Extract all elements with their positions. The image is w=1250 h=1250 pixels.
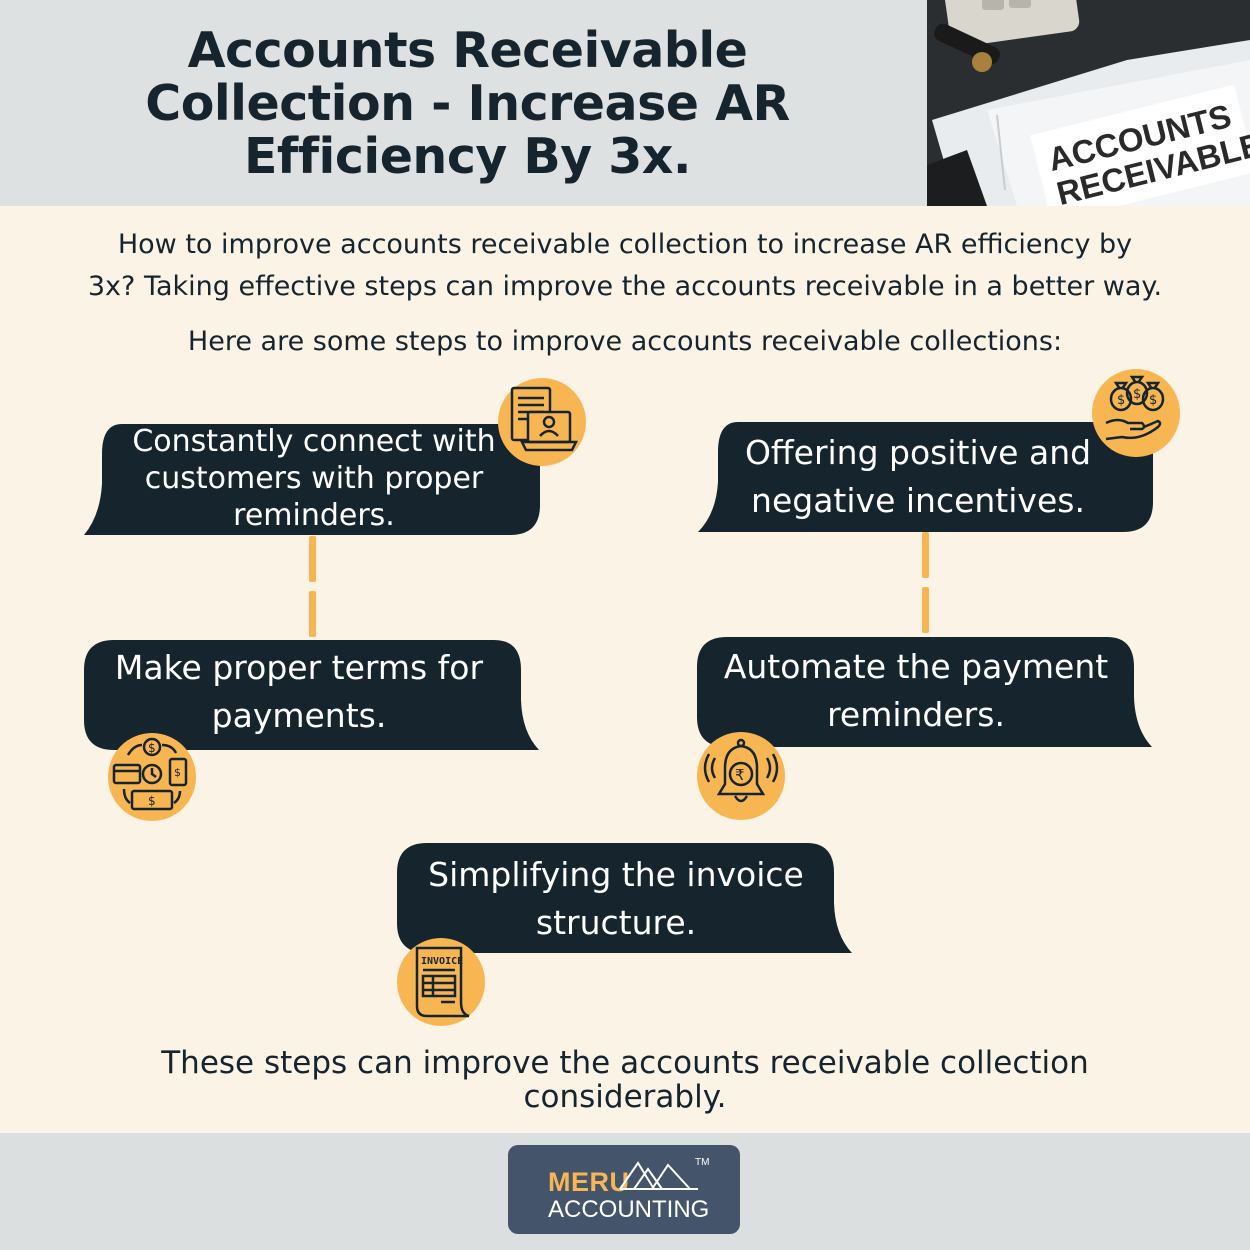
step-4-text: Automate the payment reminders. [711,643,1121,739]
step-2-line-2: negative incentives. [751,481,1085,520]
connector-dash [922,587,929,633]
connector-dash [309,536,316,582]
connector-dash [309,591,316,637]
step-1-bubble: Constantly connect with customers with p… [84,424,540,535]
title-line-1: Accounts Receivable [187,22,748,79]
closing-line-2: considerably. [523,1079,727,1115]
step-5-text: Simplifying the invoice structure. [411,851,821,947]
svg-text:$: $ [148,741,156,755]
closing-text: These steps can improve the accounts rec… [40,1046,1210,1114]
invoice-icon: INVOICE [397,938,485,1026]
step-5-line-1: Simplifying the invoice [428,855,804,894]
step-1-text: Constantly connect with customers with p… [104,423,524,534]
step-2-bubble: Offering positive and negative incentive… [698,422,1153,532]
step-4-bubble: Automate the payment reminders. [697,637,1152,747]
step-4-line-2: reminders. [827,695,1005,734]
logo-trademark: TM [695,1157,710,1168]
accounts-receivable-photo: ACCOUNTS RECEIVABLE [927,0,1250,206]
step-2-line-1: Offering positive and [744,433,1092,472]
svg-text:$: $ [174,766,181,779]
logo-subtitle: ACCOUNTING [548,1196,710,1223]
invoice-icon-label: INVOICE [421,956,463,967]
svg-text:$: $ [1149,393,1157,408]
steps-lead-text: Here are some steps to improve accounts … [187,326,1063,357]
step-4-line-1: Automate the payment [723,647,1109,686]
step-3-line-2: payments. [211,696,387,735]
rupee-bell-icon: ₹ [697,732,785,820]
step-3-bubble: Make proper terms for payments. [84,640,539,750]
step-3-line-1: Make proper terms for [114,648,484,687]
document-user-icon [498,378,586,466]
title-line-3: Efficiency By 3x. [243,128,692,185]
step-1-line-2: customers with proper [144,461,484,496]
intro-line-1: How to improve accounts receivable colle… [117,229,1133,260]
step-5-bubble: Simplifying the invoice structure. [397,843,852,953]
intro-paragraph: How to improve accounts receivable colle… [40,224,1210,308]
step-1-line-3: reminders. [233,498,395,533]
payment-methods-icon: $ $ $ [108,733,196,821]
step-5-line-2: structure. [535,903,697,942]
step-1-line-1: Constantly connect with [132,424,496,459]
svg-text:₹: ₹ [735,766,745,784]
page-title: Accounts Receivable Collection - Increas… [100,24,835,183]
svg-text:$: $ [1117,393,1125,408]
meru-accounting-logo: MERU TM ACCOUNTING [508,1145,740,1234]
closing-line-1: These steps can improve the accounts rec… [161,1045,1089,1081]
title-line-2: Collection - Increase AR [145,75,790,132]
intro-line-2: 3x? Taking effective steps can improve t… [87,271,1163,302]
money-bags-hand-icon: $ $ $ [1092,369,1180,457]
step-3-text: Make proper terms for payments. [94,644,504,740]
connector-dash [922,532,929,578]
svg-text:$: $ [1133,387,1141,402]
step-2-text: Offering positive and negative incentive… [718,429,1118,525]
svg-text:$: $ [148,794,156,808]
header-band: Accounts Receivable Collection - Increas… [0,0,1250,206]
mountain-icon [619,1161,698,1190]
logo-brand: MERU [548,1167,630,1197]
